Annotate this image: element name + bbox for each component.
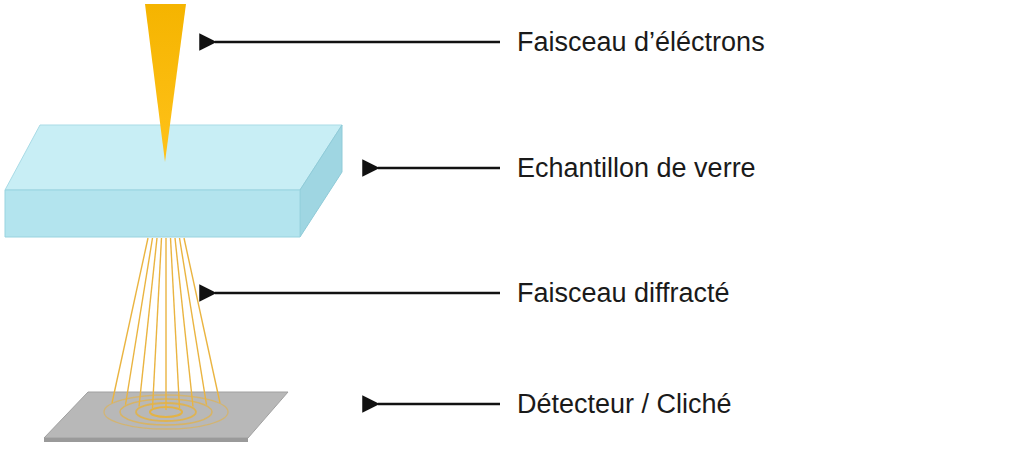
part-label: Détecteur / Cliché: [517, 391, 732, 418]
part-label: Echantillon de verre: [517, 155, 756, 182]
electron-beam: [145, 4, 186, 162]
part-label: Faisceau diffracté: [517, 280, 730, 307]
glass-sample: [5, 125, 342, 237]
diffracted-beam: [112, 238, 220, 410]
part-label: Faisceau d’éléctrons: [517, 29, 765, 56]
leader-arrows: [215, 42, 500, 404]
